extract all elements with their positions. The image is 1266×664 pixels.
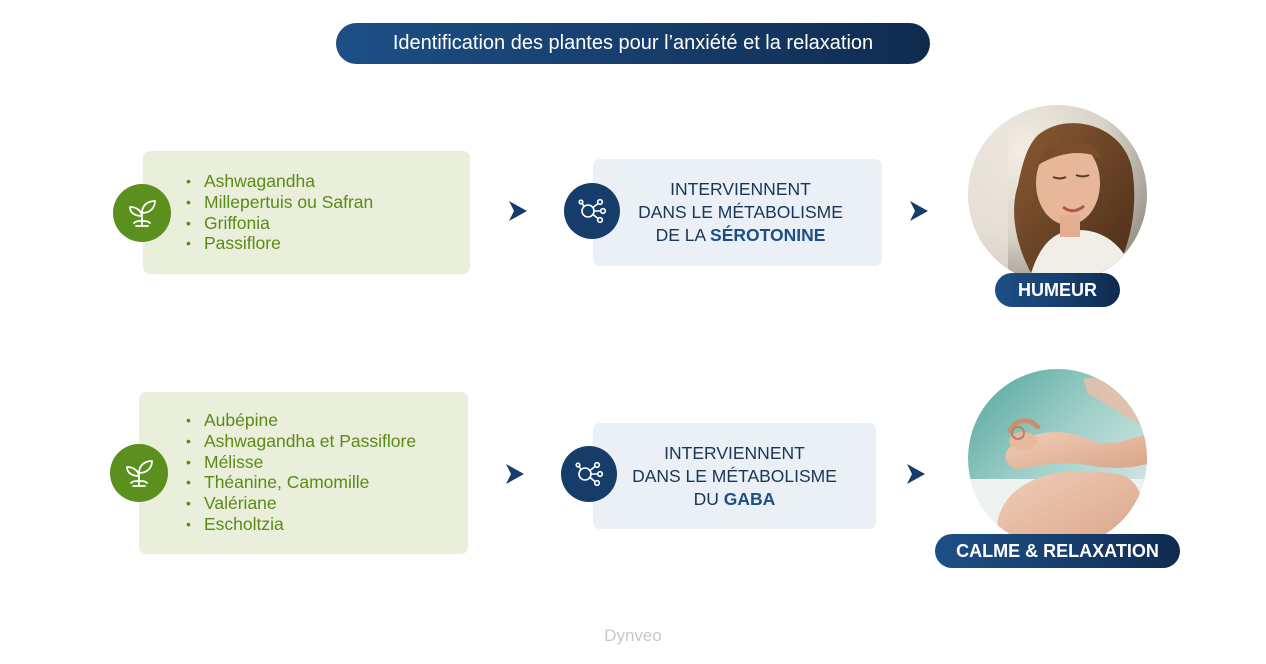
plant-item: Passiflore — [186, 233, 470, 254]
plant-list: Aubépine Ashwagandha et Passiflore Mélis… — [139, 392, 468, 535]
chevron-arrow-icon — [907, 464, 925, 484]
info-line-2: DANS LE MÉTABOLISME — [638, 202, 843, 222]
meditation-hand-photo — [968, 369, 1147, 548]
info-line-3: DE LA SÉROTONINE — [656, 224, 826, 247]
plant-list: Ashwagandha Millepertuis ou Safran Griff… — [143, 151, 470, 254]
plant-item: Valériane — [186, 493, 468, 514]
sprouting-plant-icon — [110, 444, 168, 502]
plant-item: Aubépine — [186, 410, 468, 431]
info-prefix: DU — [693, 488, 724, 509]
outcome-badge-calm: CALME & RELAXATION — [935, 534, 1180, 568]
plant-item: Griffonia — [186, 213, 470, 234]
chevron-arrow-icon — [910, 201, 928, 221]
info-line-2: DANS LE MÉTABOLISME — [632, 465, 837, 486]
plant-item: Ashwagandha et Passiflore — [186, 431, 468, 452]
plant-item: Escholtzia — [186, 514, 468, 535]
sprouting-plant-icon — [113, 184, 171, 242]
plant-item: Ashwagandha — [186, 171, 470, 192]
neurotransmitter-name: SÉROTONINE — [710, 225, 826, 245]
brand-watermark: Dynveo — [604, 626, 662, 645]
info-line-1: INTERVIENNENT — [670, 179, 811, 199]
info-prefix: DE LA — [655, 225, 711, 245]
metabolism-box-gaba: INTERVIENNENT DANS LE MÉTABOLISME DU GAB… — [593, 423, 876, 529]
chevron-arrow-icon — [509, 201, 527, 221]
plant-list-box-gaba: Aubépine Ashwagandha et Passiflore Mélis… — [139, 392, 468, 554]
relaxed-woman-photo — [968, 105, 1147, 284]
molecule-icon — [564, 183, 620, 239]
molecule-icon — [561, 446, 617, 502]
info-line-1: INTERVIENNENT — [664, 442, 805, 463]
neurotransmitter-name: GABA — [723, 488, 776, 509]
plant-item: Mélisse — [186, 452, 468, 473]
plant-list-box-serotonin: Ashwagandha Millepertuis ou Safran Griff… — [143, 151, 470, 274]
chevron-arrow-icon — [506, 464, 524, 484]
metabolism-box-serotonin: INTERVIENNENT DANS LE MÉTABOLISME DE LA … — [593, 159, 882, 266]
plant-item: Théanine, Camomille — [186, 472, 468, 493]
info-line-3: DU GABA — [694, 488, 776, 511]
diagram-title: Identification des plantes pour l’anxiét… — [336, 23, 930, 64]
outcome-badge-mood: HUMEUR — [995, 273, 1120, 307]
plant-item: Millepertuis ou Safran — [186, 192, 470, 213]
